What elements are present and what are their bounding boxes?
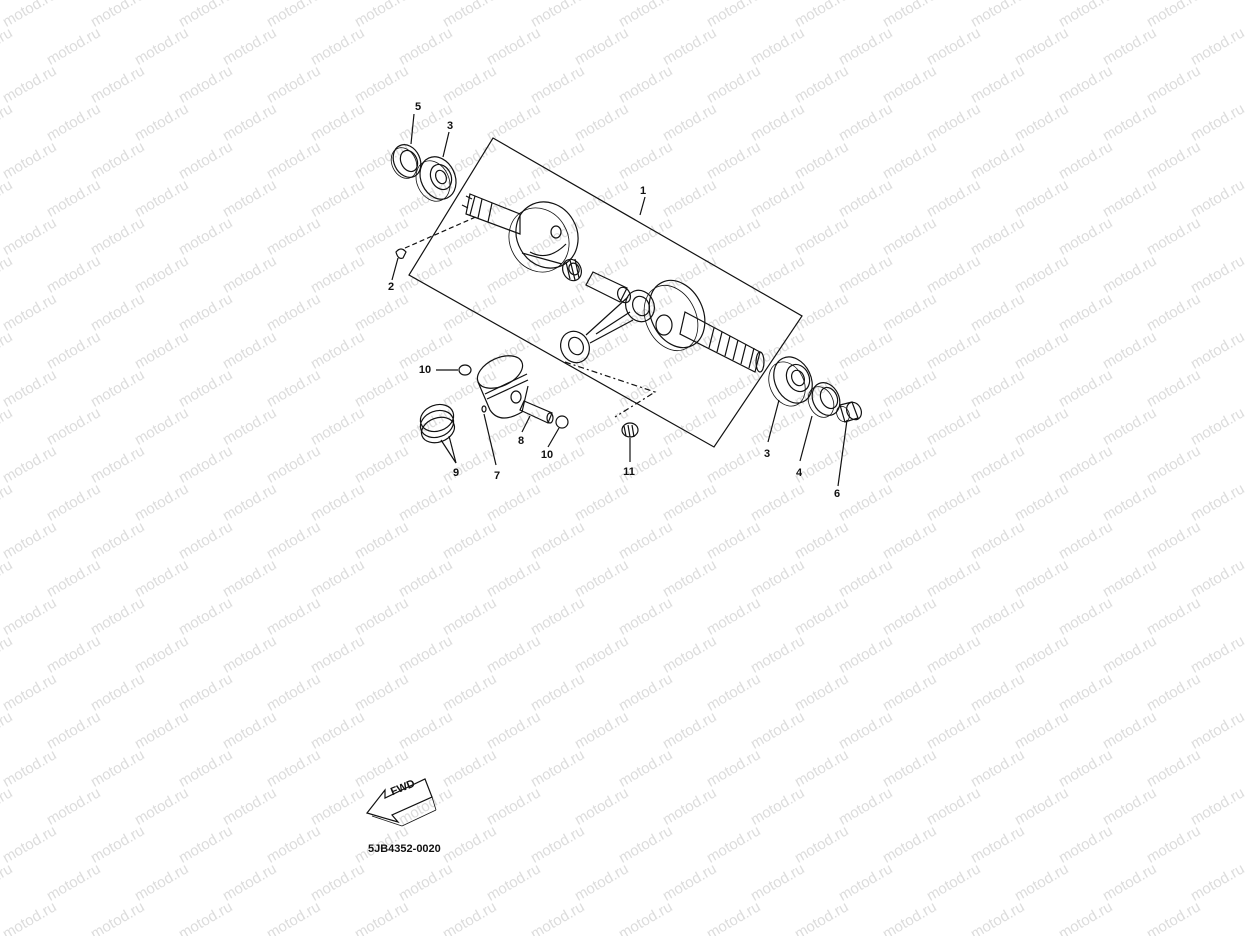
callout-7: 7 (493, 470, 501, 482)
callout-4: 4 (795, 467, 803, 479)
leader-line-3a (442, 131, 450, 158)
callout-5: 5 (414, 101, 422, 113)
callout-1: 1 (639, 185, 647, 197)
crankshaft-left-half (461, 193, 579, 273)
leader-line-8 (521, 415, 531, 433)
crankshaft-right-half (643, 279, 765, 373)
fwd-arrow (365, 778, 437, 827)
leader-line-1 (639, 196, 646, 216)
piston-pin (519, 400, 554, 424)
piston-ring-set (419, 403, 456, 444)
piston-pin-clip-right (555, 415, 569, 429)
diagram-code: 5JB4352-0020 (368, 843, 441, 855)
callout-8: 8 (517, 435, 525, 447)
callout-6: 6 (833, 488, 841, 500)
callout-9: 9 (452, 467, 460, 479)
leader-line-10b (547, 427, 560, 448)
bearing-right (768, 356, 813, 407)
callout-3-left: 3 (446, 120, 454, 132)
key-leader-line (404, 215, 479, 249)
piston-pin-clip-left (458, 364, 472, 376)
oil-seal-left (390, 144, 422, 179)
leader-line-4 (799, 415, 813, 462)
leader-line-2 (391, 257, 399, 281)
leader-line-3b (767, 399, 780, 443)
leader-line-7 (483, 413, 497, 466)
callout-10-left: 10 (418, 364, 432, 376)
crankshaft-assembly-outline (408, 137, 803, 448)
oil-seal-right (807, 382, 841, 418)
small-end-bearing (621, 422, 639, 438)
leader-line-5 (410, 113, 415, 145)
leader-line-9a (440, 439, 457, 464)
piston (476, 355, 529, 419)
needle-bearing-leader-line (564, 361, 657, 418)
crank-needle-bearing (562, 258, 582, 282)
callout-3-right: 3 (763, 448, 771, 460)
connecting-rod (560, 289, 655, 364)
callout-11: 11 (623, 466, 635, 478)
crank-pin (585, 271, 632, 304)
leader-line-9b (448, 435, 457, 464)
leader-line-6 (837, 419, 848, 487)
callout-2: 2 (387, 281, 395, 293)
callout-10-right: 10 (540, 449, 554, 461)
woodruff-key (395, 248, 407, 259)
collar (836, 401, 862, 423)
bearing-left (415, 156, 457, 202)
